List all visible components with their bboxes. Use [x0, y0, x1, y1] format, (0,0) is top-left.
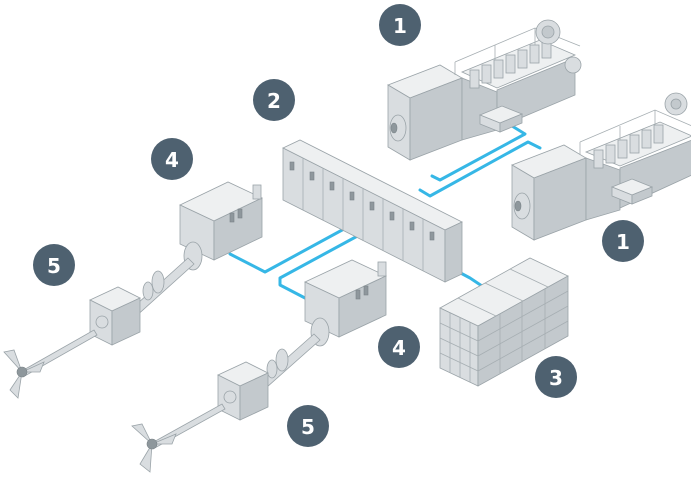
- cable-generator-right: [418, 140, 542, 198]
- gearbox-propeller-left: [3, 286, 141, 399]
- svg-text:3: 3: [549, 366, 563, 390]
- badge-5-bottom: 5: [287, 405, 329, 447]
- generator-set-right: [511, 92, 691, 241]
- battery-storage: [439, 257, 569, 387]
- svg-text:4: 4: [165, 148, 179, 172]
- badge-1-top: 1: [379, 4, 421, 46]
- badge-2: 2: [253, 79, 295, 121]
- svg-text:2: 2: [267, 89, 281, 113]
- svg-text:1: 1: [393, 14, 407, 38]
- svg-text:4: 4: [392, 336, 406, 360]
- gearbox-propeller-bottom: [131, 361, 269, 473]
- badge-5-left: 5: [33, 244, 75, 286]
- svg-text:5: 5: [301, 415, 315, 439]
- badge-3: 3: [535, 356, 577, 398]
- propulsion-motor-left: [107, 181, 263, 337]
- badge-4-mid: 4: [378, 326, 420, 368]
- svg-text:5: 5: [47, 254, 61, 278]
- svg-text:1: 1: [616, 230, 630, 254]
- badge-1-right: 1: [602, 220, 644, 262]
- switchboard: [282, 139, 463, 283]
- badge-4-left: 4: [151, 138, 193, 180]
- generator-set-top: [387, 19, 582, 161]
